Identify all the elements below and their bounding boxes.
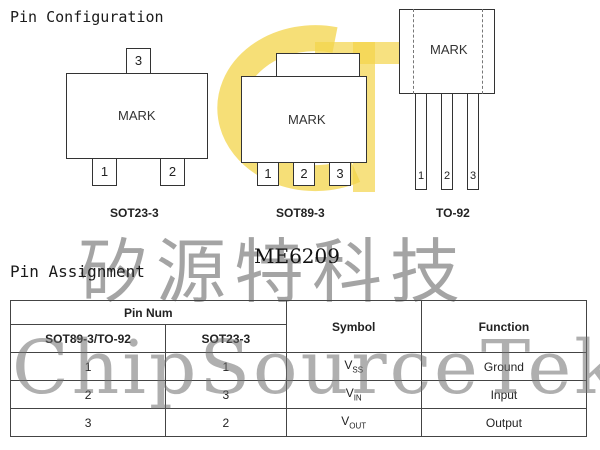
sot89-to92-pin: 1 <box>9 352 167 381</box>
symbol-subscript: SS <box>352 365 364 375</box>
symbol-base: V <box>344 358 353 373</box>
function-header: Function <box>420 300 588 353</box>
pin-number: 1 <box>418 170 425 182</box>
symbol-cell: VOUT <box>285 408 422 437</box>
symbol-cell: VSS <box>285 352 422 381</box>
pin-number: 1 <box>257 162 279 186</box>
mark-label: MARK <box>288 112 326 127</box>
table-row: 1 1 VSS Ground <box>9 352 588 381</box>
symbol-cell: VIN <box>285 380 422 409</box>
pin-number: 2 <box>160 158 185 186</box>
lead <box>441 93 453 190</box>
sot89-to92-pin: 3 <box>9 408 167 437</box>
pin-num-header: Pin Num <box>10 300 287 325</box>
lead <box>467 93 479 190</box>
sot23-pin: 1 <box>165 352 287 381</box>
package-name: TO-92 <box>436 206 470 220</box>
pin-assignment-heading: Pin Assignment <box>10 262 145 281</box>
pin-number: 2 <box>293 162 315 186</box>
pin-number: 2 <box>444 170 451 182</box>
function-cell: Output <box>420 408 588 437</box>
symbol-base: V <box>341 414 350 429</box>
package-name: SOT23-3 <box>110 206 159 220</box>
symbol-header: Symbol <box>285 300 422 353</box>
pin-number: 3 <box>329 162 351 186</box>
package-body <box>399 9 495 94</box>
pin-number: 1 <box>92 158 117 186</box>
symbol-subscript: IN <box>353 393 362 403</box>
pin-number: 3 <box>126 48 151 74</box>
function-cell: Input <box>420 380 588 409</box>
function-cell: Ground <box>420 352 588 381</box>
package-body <box>241 76 367 163</box>
package-tab <box>276 53 360 77</box>
mark-label: MARK <box>430 42 468 57</box>
mark-label: MARK <box>118 108 156 123</box>
sot23-header: SOT23-3 <box>165 324 287 353</box>
pin-assignment-table: Pin Num Symbol Function SOT89-3/TO-92 SO… <box>9 300 588 437</box>
symbol-base: V <box>345 386 354 401</box>
symbol-subscript: OUT <box>349 421 367 431</box>
table-row: 3 2 VOUT Output <box>9 408 588 437</box>
sot23-pin: 3 <box>165 380 287 409</box>
package-name: SOT89-3 <box>276 206 325 220</box>
sot23-pin: 2 <box>165 408 287 437</box>
body-edge-line <box>413 9 414 94</box>
part-number: ME6209 <box>254 244 340 268</box>
pin-number: 3 <box>470 170 477 182</box>
table-row: 2 3 VIN Input <box>9 380 588 409</box>
pin-configuration-heading: Pin Configuration <box>10 8 164 26</box>
sot89-to92-header: SOT89-3/TO-92 <box>9 324 167 353</box>
lead <box>415 93 427 190</box>
sot89-to92-pin: 2 <box>9 380 167 409</box>
body-edge-line <box>482 9 483 94</box>
package-body <box>66 73 208 159</box>
